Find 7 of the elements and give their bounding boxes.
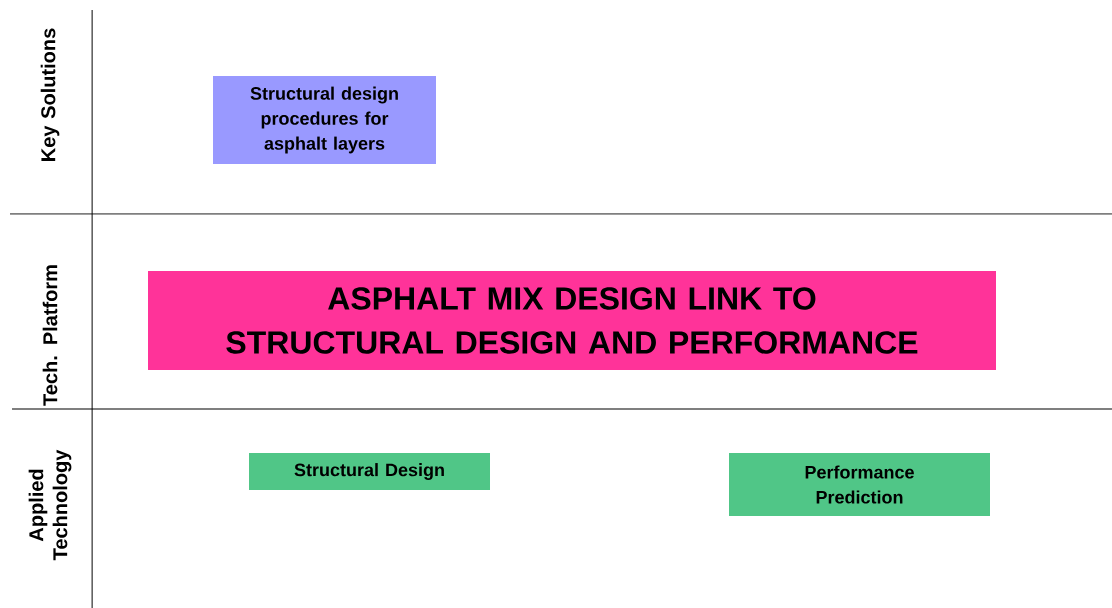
text-box: ASPHALT MIX DESIGN LINK TO STRUCTURAL DESIGN AND PERFORMANCE <box>148 271 996 370</box>
text-box: Performance Prediction <box>729 453 990 516</box>
row-label: Tech. Platform <box>42 265 58 406</box>
row-label: Applied Technology <box>28 449 72 561</box>
row-label: Key Solutions <box>40 28 60 161</box>
text-box: Structural design procedures for asphalt layers <box>213 76 436 164</box>
text-box: Structural Design <box>249 453 490 490</box>
